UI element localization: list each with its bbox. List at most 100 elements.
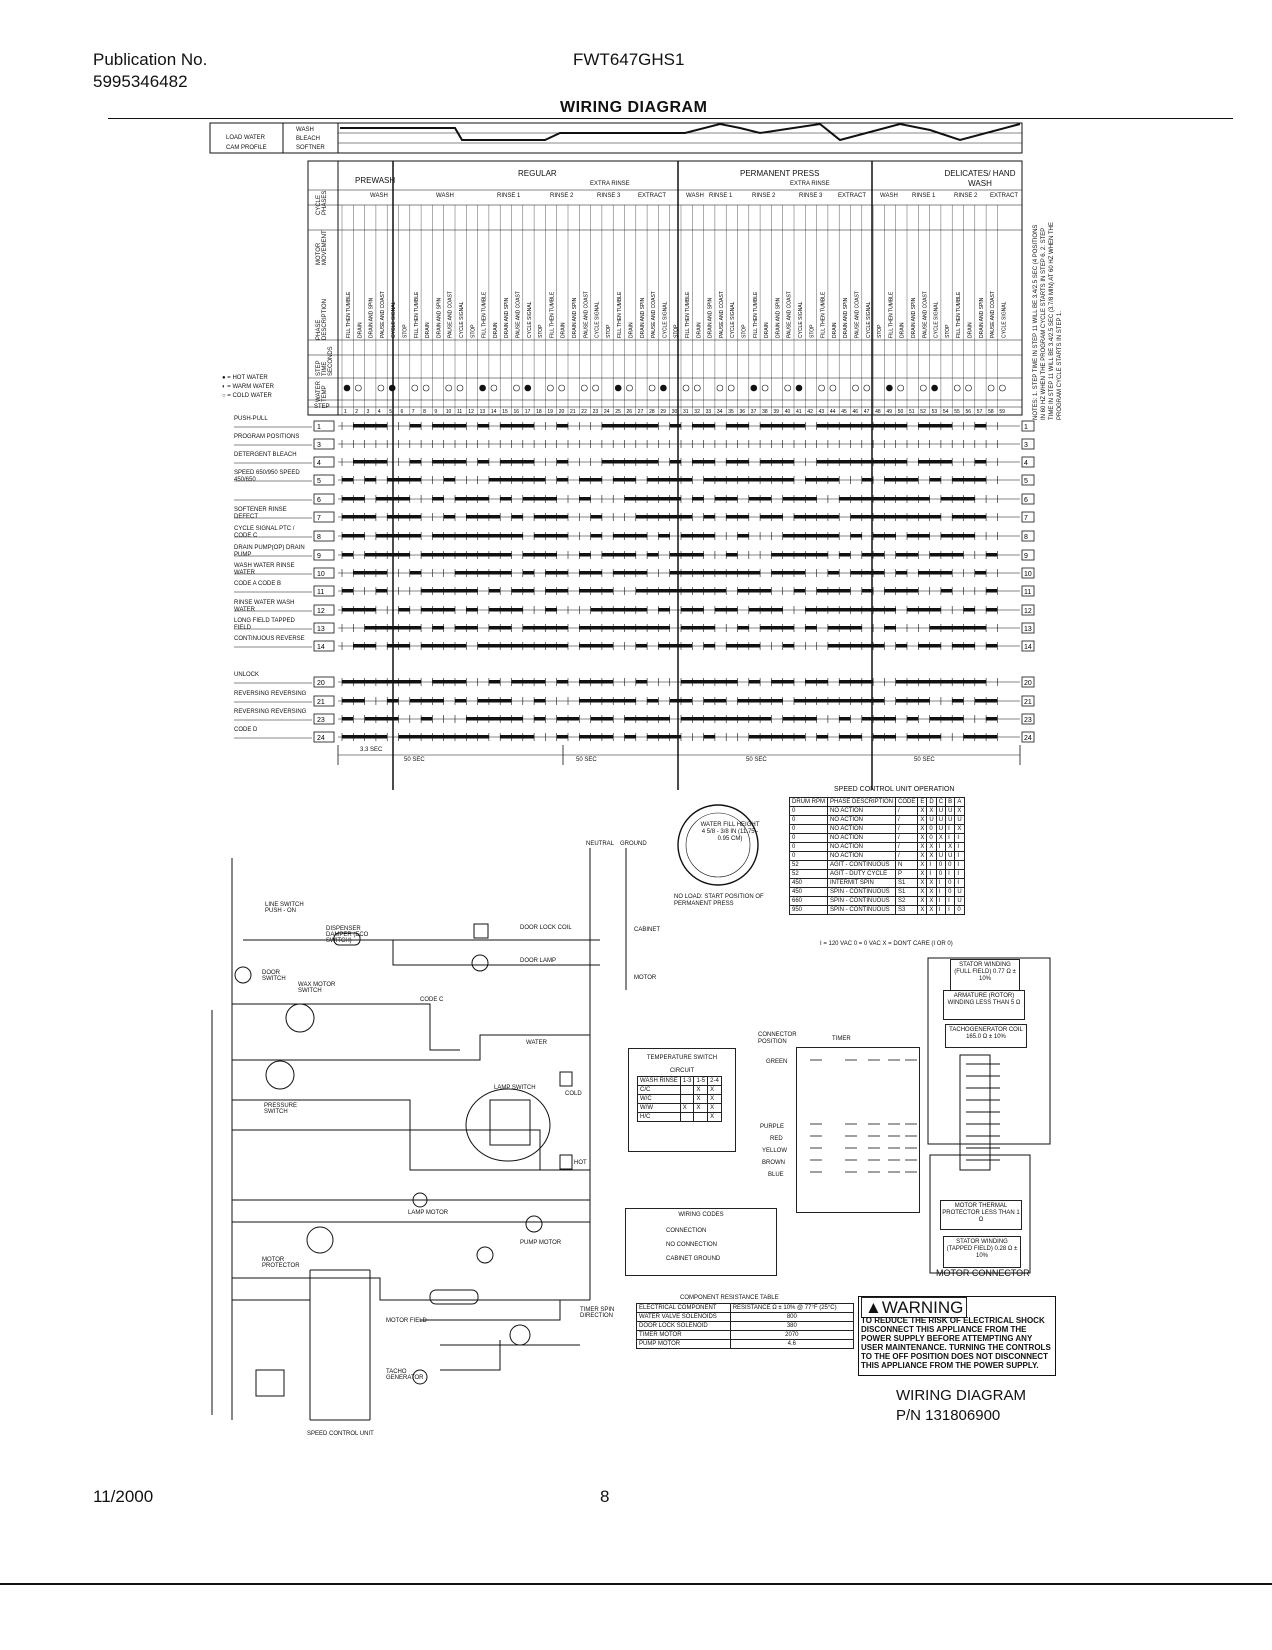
signal-on-segment <box>624 571 636 575</box>
phase-extract-1: EXTRACT <box>638 193 667 199</box>
signal-on-segment <box>895 497 907 501</box>
signal-on-segment <box>737 717 749 721</box>
signal-num-box-right <box>1021 511 1035 523</box>
water-temp-mark <box>626 384 633 392</box>
step-number-text: 5 <box>389 409 392 415</box>
cycle-delicates: DELICATES/ HAND WASH <box>944 169 1016 188</box>
step-number-text: 44 <box>830 409 836 415</box>
signal-on-segment <box>353 699 365 703</box>
signal-on-segment <box>714 478 727 482</box>
signal-on-segment <box>590 680 602 684</box>
signal-on-segment <box>907 717 919 721</box>
water-temp-mark <box>547 384 554 392</box>
signal-on-segment <box>409 680 422 684</box>
step-number-text: 21 <box>570 409 576 415</box>
pump-motor-circle <box>525 1215 543 1233</box>
signal-on-segment <box>827 626 840 630</box>
signal-on-segment <box>432 699 444 703</box>
signal-on-segment <box>432 460 444 464</box>
signal-on-segment <box>850 608 862 612</box>
legend-hot: = HOT WATER <box>227 375 268 381</box>
water-temp-mark <box>558 384 566 392</box>
hot-valve-rect <box>559 1154 573 1170</box>
signal-on-segment <box>714 699 727 703</box>
signal-on-segment <box>782 497 794 501</box>
signal-on-segment <box>805 699 817 703</box>
signal-on-segment <box>681 571 693 575</box>
model-number: FWT647GHS1 <box>573 50 685 69</box>
lbl-water: WATER <box>526 1040 547 1046</box>
signal-on-segment <box>466 717 478 721</box>
step-phase-text: STOP <box>809 324 815 338</box>
signal-on-segment <box>375 717 388 721</box>
lbl-motor-protector: MOTOR PROTECTOR <box>262 1257 300 1269</box>
signal-on-segment <box>748 589 761 593</box>
signal-on-segment <box>839 589 851 593</box>
signal-num-text-right: 7 <box>1024 515 1028 522</box>
signal-num-text: 14 <box>317 644 325 651</box>
step-phase-text: DRAIN <box>764 322 770 338</box>
signal-on-segment <box>342 589 354 593</box>
signal-on-segment <box>342 717 354 721</box>
speed-table-cell: 0 <box>954 905 965 915</box>
signal-num-text-right: 1 <box>1024 424 1028 431</box>
signal-on-segment <box>737 424 749 428</box>
speed-table-cell: I <box>935 896 947 906</box>
phase-wash-2: WASH <box>686 193 704 199</box>
step-number-text: 29 <box>660 409 666 415</box>
signal-on-segment <box>703 644 715 648</box>
speed-table-cell: X <box>917 815 928 825</box>
motor-field-rect <box>429 1289 479 1305</box>
signal-on-segment <box>861 460 874 464</box>
signal-on-segment <box>635 460 648 464</box>
step-phase-text: DRAIN AND SPIN <box>911 297 917 338</box>
signal-num-text: 3 <box>317 442 321 449</box>
rowhdr-step: STEP <box>314 404 330 410</box>
signal-on-segment <box>488 589 501 593</box>
signal-num-text-right: 10 <box>1024 571 1032 578</box>
signal-on-segment <box>861 680 874 684</box>
water-temp-mark <box>479 384 486 392</box>
signal-num-box-right <box>1021 731 1035 743</box>
signal-num-text: 5 <box>317 478 321 485</box>
time-mark-3: 50 SEC <box>576 757 597 763</box>
signal-num-text: 7 <box>317 515 321 522</box>
water-temp-mark <box>829 384 837 392</box>
signal-on-segment <box>398 644 410 648</box>
signal-on-segment <box>782 534 794 538</box>
signal-on-segment <box>511 644 523 648</box>
warning-head: ▲WARNING <box>861 1297 968 1318</box>
signal-on-segment <box>681 534 693 538</box>
signal-on-segment <box>839 680 851 684</box>
phase-rinse1-1: RINSE 1 <box>497 193 521 199</box>
phase-rinse1-3: RINSE 1 <box>912 193 936 199</box>
signal-on-segment <box>579 553 591 557</box>
signal-on-segment <box>895 680 907 684</box>
signal-on-segment <box>805 515 817 519</box>
signal-num-box-right <box>1021 549 1035 561</box>
water-temp-mark <box>863 384 871 392</box>
signal-on-segment <box>839 497 851 501</box>
motor-stator-full: STATOR WINDING (FULL FIELD) 0.77 Ω ± 10% <box>950 959 1020 991</box>
signal-num-text: 13 <box>317 626 325 633</box>
signal-on-segment <box>726 553 738 557</box>
signal-on-segment <box>500 460 512 464</box>
signal-on-segment <box>500 717 512 721</box>
water-temp-mark <box>354 384 362 392</box>
signal-on-segment <box>714 680 727 684</box>
signal-on-segment <box>364 626 376 630</box>
signal-on-segment <box>782 644 794 648</box>
step-number-text: 22 <box>581 409 587 415</box>
signal-on-segment <box>635 424 648 428</box>
signal-on-segment <box>703 589 715 593</box>
signal-num-text: 24 <box>317 735 325 742</box>
speed-table-cell: U <box>954 896 965 906</box>
signal-on-segment <box>794 497 806 501</box>
speed-table-cell: I <box>954 833 965 843</box>
signal-on-segment <box>590 589 602 593</box>
temp-table-header-cell: 1-5 <box>693 1076 709 1086</box>
signal-on-segment <box>839 608 851 612</box>
